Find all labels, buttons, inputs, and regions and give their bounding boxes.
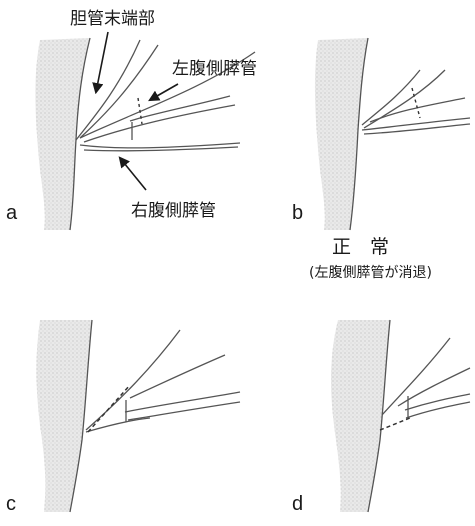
left-ventral-duct (84, 105, 235, 142)
left-ventral-duct-wall (406, 402, 470, 418)
panel-label-a: a (6, 202, 18, 224)
obstructed-ventral-duct (380, 418, 410, 430)
panel-label-b: b (292, 202, 303, 224)
arrow-left-ventral-duct (150, 84, 178, 100)
right-ventral-duct (80, 143, 240, 148)
bile-duct (382, 338, 450, 415)
duodenal-wall (315, 38, 368, 230)
duodenal-wall (35, 38, 90, 230)
dorsal-duct (398, 368, 470, 406)
panel-c (36, 320, 240, 512)
normal-title: 正 常 (332, 236, 389, 258)
upper-duct (370, 98, 465, 122)
right-ventral-duct (86, 418, 150, 432)
right-ventral-duct-wall (364, 124, 470, 134)
panel-b (315, 38, 470, 230)
duodenal-wall (331, 320, 390, 512)
patent-ductule (88, 385, 130, 432)
arrow-bile-duct-end (96, 32, 108, 92)
left-ventral-duct-wall (128, 402, 240, 420)
normal-note: (左腹側膵管が消退) (309, 264, 432, 281)
panel-label-d: d (292, 493, 303, 515)
label-bile-duct-end: 胆管末端部 (70, 9, 155, 29)
dorsal-duct (130, 355, 225, 398)
arrow-right-ventral-duct (120, 158, 146, 190)
panel-d (331, 320, 470, 512)
label-left-ventral-duct: 左腹側膵管 (172, 59, 257, 79)
label-right-ventral-duct: 右腹側膵管 (131, 201, 216, 221)
panel-label-c: c (6, 493, 16, 515)
bile-duct (86, 330, 180, 430)
left-ventral-duct (125, 392, 240, 412)
